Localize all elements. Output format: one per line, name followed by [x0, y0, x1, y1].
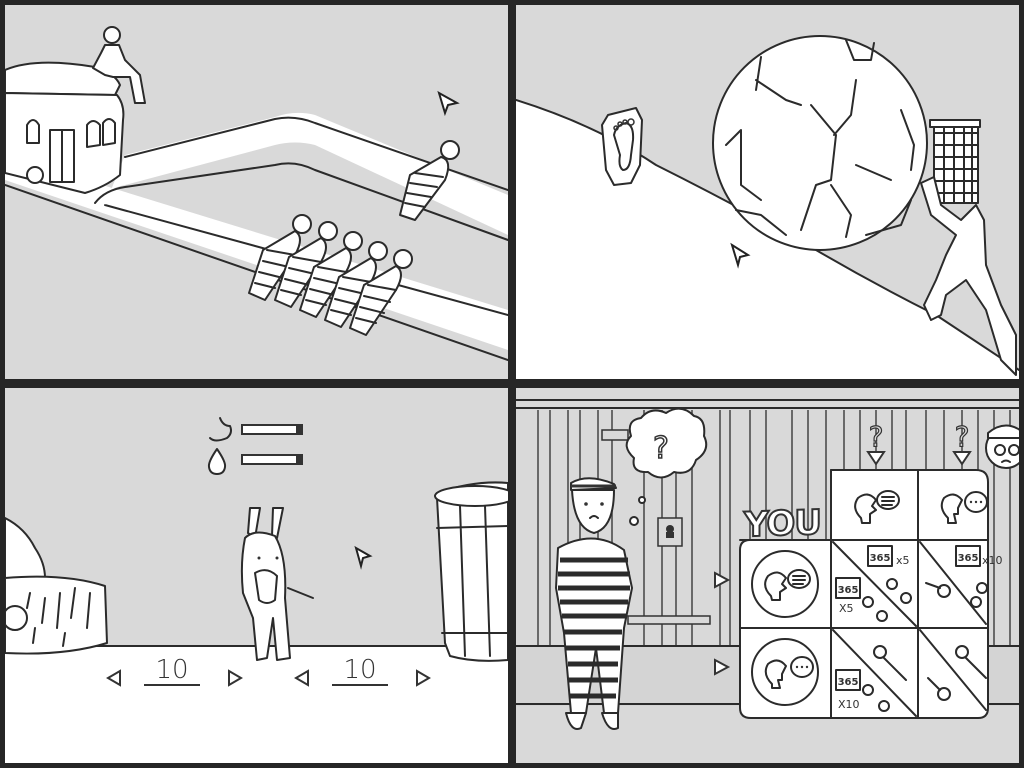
row-selector-arrow-silent[interactable]: [714, 658, 731, 676]
you-label: YOU: [743, 502, 822, 547]
svg-text:X10: X10: [838, 698, 860, 711]
col-header-confess: [854, 490, 900, 524]
row-header-confess-button[interactable]: [751, 550, 819, 618]
svg-text:x10: x10: [982, 554, 1003, 567]
panel-trolley-problem: [5, 5, 508, 379]
donkey: [240, 507, 314, 661]
water-barrel: [434, 481, 508, 662]
victim-branch-track: [399, 140, 460, 221]
mouse-cursor: [354, 545, 373, 570]
hunger-bar: [241, 424, 303, 435]
trolley-scene: [5, 26, 508, 361]
man-on-trolley: [92, 26, 146, 104]
footprint-badge[interactable]: [601, 107, 643, 186]
panel-donkey: 10 10: [5, 388, 508, 763]
donkey-scene: [5, 417, 508, 763]
door-lock: [657, 517, 683, 547]
row-selector-arrow-confess[interactable]: [714, 571, 731, 589]
svg-text:X5: X5: [839, 602, 854, 615]
thought-bubble: ?: [625, 407, 708, 526]
prisoner-character: [555, 477, 633, 730]
mouse-cursor: [730, 242, 751, 269]
opponent-prisoner-face: [985, 424, 1019, 469]
cage-with-prisoner: [929, 119, 981, 204]
payoff-cell-confess-silent: 365 x10: [925, 545, 1003, 608]
mouse-cursor: [437, 90, 460, 117]
row-header-silent-button[interactable]: [751, 638, 819, 706]
hunger-indicator: [209, 417, 303, 442]
payoff-cell-confess-confess: 365 x5 365 X5: [835, 545, 912, 622]
svg-text:365: 365: [958, 553, 979, 564]
right-counter-increment-button[interactable]: [415, 669, 431, 687]
thirst-indicator: [207, 448, 303, 475]
left-counter-increment-button[interactable]: [227, 669, 243, 687]
sisyphus-scene: [516, 35, 1019, 379]
svg-text:365: 365: [838, 677, 859, 688]
prison-scene: ? ? ?: [516, 399, 1019, 730]
col-header-silent: [940, 491, 988, 524]
right-counter-value[interactable]: 10: [332, 656, 388, 686]
boulder: [712, 35, 928, 251]
payoff-matrix: 365 x5 365 X5 365 x10 365 X10: [739, 469, 1003, 719]
panel-sisyphus: [516, 5, 1019, 379]
panel-prisoners-dilemma: ? ? ?: [516, 388, 1019, 763]
left-counter-decrement-button[interactable]: [106, 669, 122, 687]
svg-text:?: ?: [955, 420, 970, 453]
water-drop-icon: [207, 448, 227, 475]
opponent-choice-marker-2: ?: [952, 419, 972, 466]
thirst-bar: [241, 454, 303, 465]
left-counter-value[interactable]: 10: [144, 656, 200, 686]
trolley-car: [5, 61, 125, 194]
svg-text:?: ?: [869, 420, 884, 453]
sisyphus-figure: [920, 176, 1017, 376]
payoff-cell-silent-confess: 365 X10: [835, 645, 907, 712]
svg-text:365: 365: [838, 585, 859, 596]
payoff-cell-silent-silent: [927, 645, 987, 701]
hay-bale: [5, 517, 108, 655]
svg-text:?: ?: [653, 431, 669, 466]
right-counter-decrement-button[interactable]: [294, 669, 310, 687]
stomach-icon: [209, 417, 232, 442]
svg-text:x5: x5: [896, 554, 910, 567]
opponent-choice-marker-1: ?: [866, 419, 886, 466]
svg-text:365: 365: [870, 553, 891, 564]
victims-main-track: [248, 214, 413, 336]
